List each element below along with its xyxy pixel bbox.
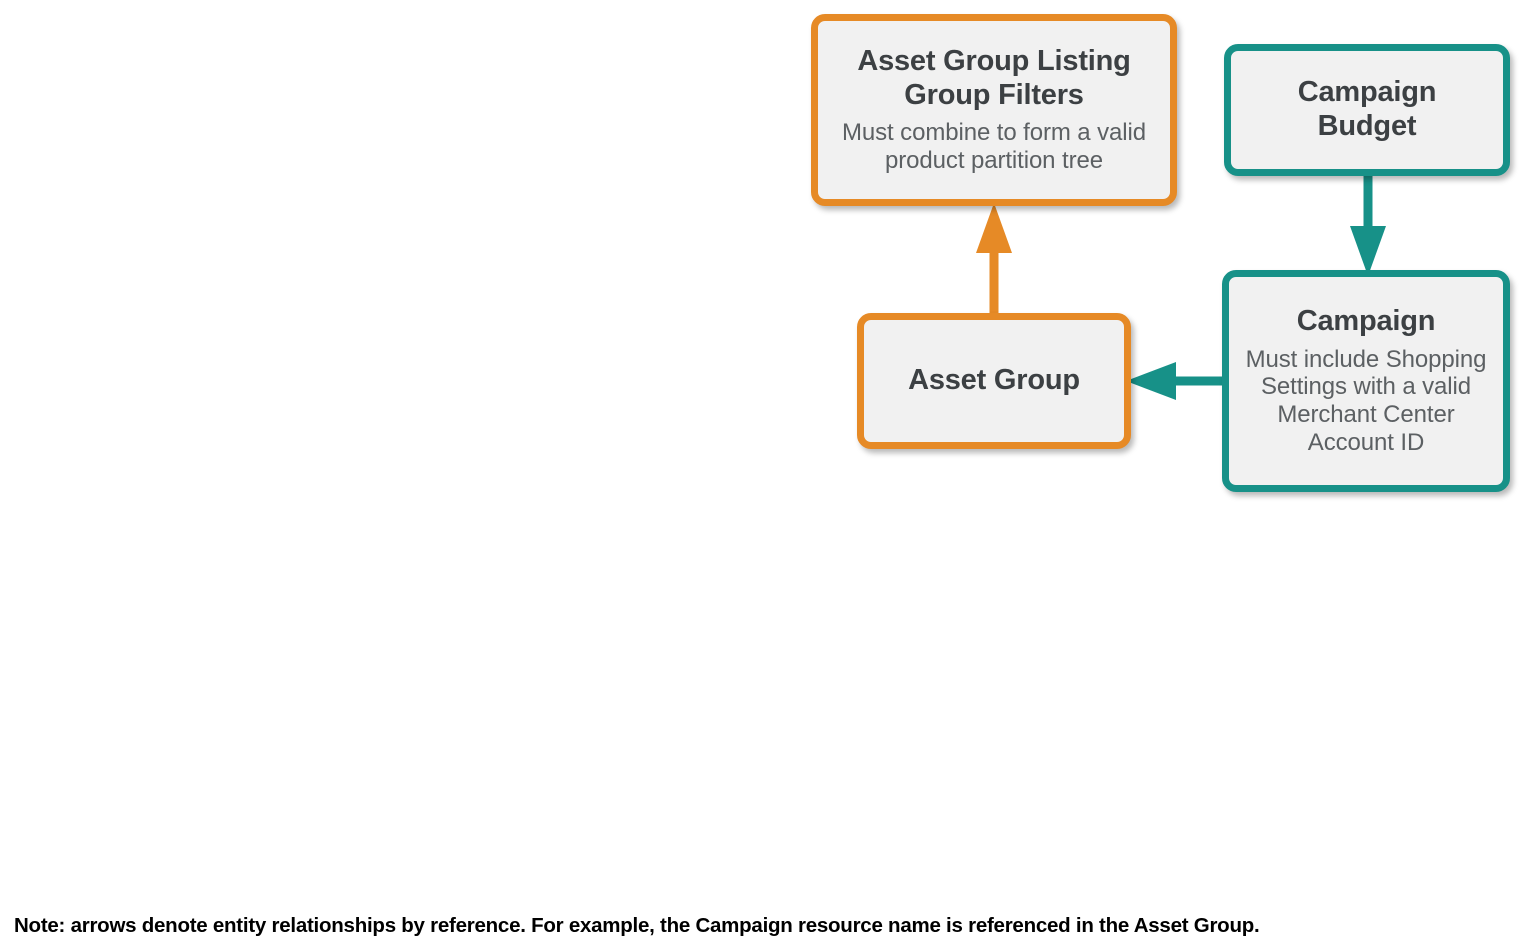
node-title: Asset Group Listing Group Filters bbox=[857, 45, 1131, 111]
node-campaign[interactable]: Campaign Must include Shopping Settings … bbox=[1222, 270, 1510, 492]
node-asset-group[interactable]: Asset Group bbox=[857, 313, 1131, 449]
node-campaign-budget[interactable]: Campaign Budget bbox=[1224, 44, 1510, 176]
node-title: Asset Group bbox=[908, 364, 1080, 397]
node-subtitle: Must combine to form a valid product par… bbox=[842, 119, 1146, 175]
node-title: Campaign bbox=[1296, 305, 1436, 338]
node-title: Campaign Budget bbox=[1297, 76, 1437, 142]
arrow-campaign-budget-to-campaign bbox=[1350, 168, 1386, 276]
footer-note: Note: arrows denote entity relationships… bbox=[14, 914, 1260, 937]
node-subtitle: Must include Shopping Settings with a va… bbox=[1245, 345, 1487, 457]
node-asset-group-listing-group-filters[interactable]: Asset Group Listing Group Filters Must c… bbox=[811, 14, 1177, 206]
arrow-asset-group-to-listing-group-filters bbox=[976, 203, 1012, 323]
arrow-campaign-to-asset-group bbox=[1126, 362, 1235, 400]
